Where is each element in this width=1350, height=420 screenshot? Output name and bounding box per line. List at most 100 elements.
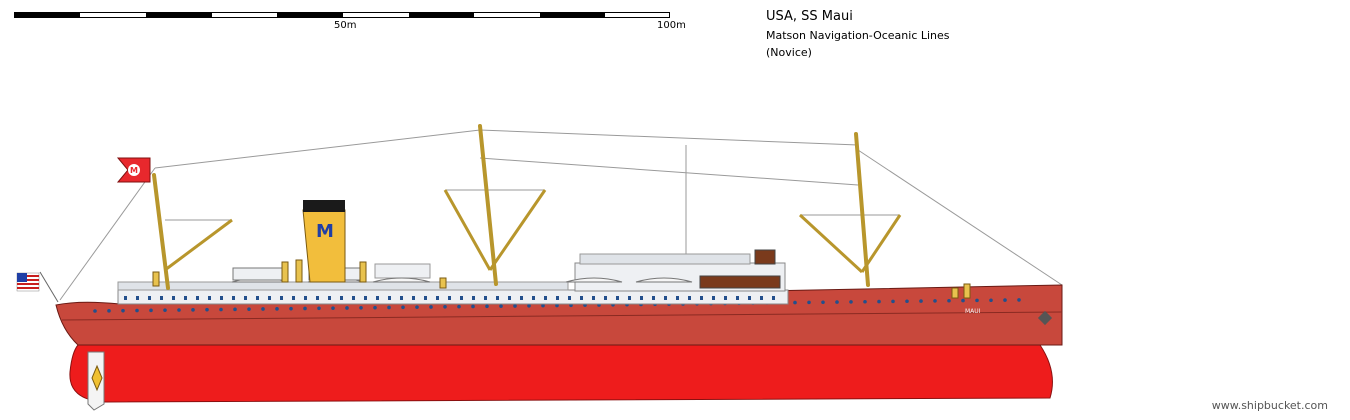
scale-segment — [540, 13, 605, 17]
superstructure-window — [712, 296, 715, 300]
porthole — [233, 307, 237, 312]
superstructure-windows — [124, 296, 775, 300]
superstructure-window — [184, 296, 187, 300]
porthole — [93, 309, 97, 313]
superstructure-window — [448, 296, 451, 300]
superstructure-window — [604, 296, 607, 300]
upper-hull — [55, 284, 1063, 346]
porthole — [345, 306, 349, 310]
ship-title: USA, SS Maui — [766, 9, 853, 24]
porthole — [443, 305, 447, 309]
porthole — [457, 304, 461, 309]
lower-hull — [69, 344, 1053, 403]
superstructure-window — [760, 296, 763, 300]
superstructure-window — [232, 296, 235, 300]
superstructure-window — [724, 296, 727, 300]
superstructure-window — [412, 296, 415, 300]
porthole — [835, 300, 839, 304]
porthole — [975, 298, 979, 303]
porthole — [905, 299, 909, 304]
scale-segment — [409, 13, 474, 17]
superstructure-window — [664, 296, 667, 300]
superstructure-window — [568, 296, 571, 300]
porthole — [247, 307, 251, 311]
author-note: (Novice) — [766, 46, 812, 59]
porthole — [1003, 298, 1007, 302]
superstructure-window — [220, 296, 223, 300]
derricks — [164, 189, 902, 274]
porthole — [149, 308, 153, 313]
scale-bar — [14, 12, 670, 18]
superstructure-window — [628, 296, 631, 300]
porthole — [387, 305, 391, 310]
superstructure-window — [484, 296, 487, 300]
porthole — [401, 305, 405, 310]
superstructure-window — [424, 296, 427, 300]
superstructure-window — [460, 296, 463, 300]
superstructure-window — [616, 296, 619, 300]
porthole — [359, 306, 363, 310]
porthole — [989, 298, 993, 303]
porthole — [877, 299, 881, 304]
porthole — [807, 300, 811, 305]
porthole — [541, 303, 545, 308]
scale-segment — [277, 13, 343, 17]
propeller — [91, 364, 103, 392]
superstructure-window — [340, 296, 343, 300]
superstructure-window — [376, 296, 379, 300]
porthole — [891, 299, 895, 304]
superstructure-window — [436, 296, 439, 300]
porthole — [373, 305, 377, 310]
porthole — [317, 306, 321, 311]
porthole — [415, 305, 419, 309]
superstructure-window — [124, 296, 127, 300]
superstructure-window — [772, 296, 775, 300]
superstructure-window — [208, 296, 211, 300]
porthole — [275, 307, 279, 311]
superstructure-window — [592, 296, 595, 300]
superstructure-window — [748, 296, 751, 300]
scale-segment — [146, 13, 212, 17]
superstructure-window — [532, 296, 535, 300]
porthole — [849, 300, 853, 304]
porthole — [135, 308, 139, 313]
superstructure-window — [136, 296, 139, 300]
porthole — [961, 298, 965, 303]
porthole — [163, 308, 167, 312]
scale-label-100m: 100m — [657, 20, 686, 31]
ventilators — [152, 259, 971, 299]
porthole — [177, 308, 181, 312]
superstructure-window — [148, 296, 151, 300]
porthole — [933, 299, 937, 303]
porthole — [1017, 298, 1021, 302]
porthole — [527, 303, 531, 308]
superstructure-window — [496, 296, 499, 300]
scale-segment — [15, 13, 80, 17]
porthole — [219, 307, 223, 312]
superstructure — [117, 249, 789, 305]
hull-plating-line — [61, 311, 1063, 321]
porthole — [471, 304, 475, 309]
porthole — [485, 304, 489, 309]
superstructure-window — [472, 296, 475, 300]
porthole — [331, 306, 335, 310]
funnel-letter: M — [316, 221, 334, 242]
porthole — [947, 298, 951, 303]
porthole — [107, 309, 111, 313]
superstructure-window — [388, 296, 391, 300]
porthole — [191, 308, 195, 312]
superstructure-window — [676, 296, 679, 300]
superstructure-window — [688, 296, 691, 300]
superstructure-window — [700, 296, 703, 300]
superstructure-window — [364, 296, 367, 300]
hull-nameplate: MAUI — [965, 308, 981, 315]
superstructure-window — [196, 296, 199, 300]
porthole — [555, 303, 559, 308]
porthole — [121, 308, 125, 313]
superstructure-window — [508, 296, 511, 300]
superstructure-window — [160, 296, 163, 300]
porthole — [303, 306, 307, 311]
superstructure-window — [352, 296, 355, 300]
houseflag: M — [116, 157, 151, 183]
superstructure-window — [652, 296, 655, 300]
